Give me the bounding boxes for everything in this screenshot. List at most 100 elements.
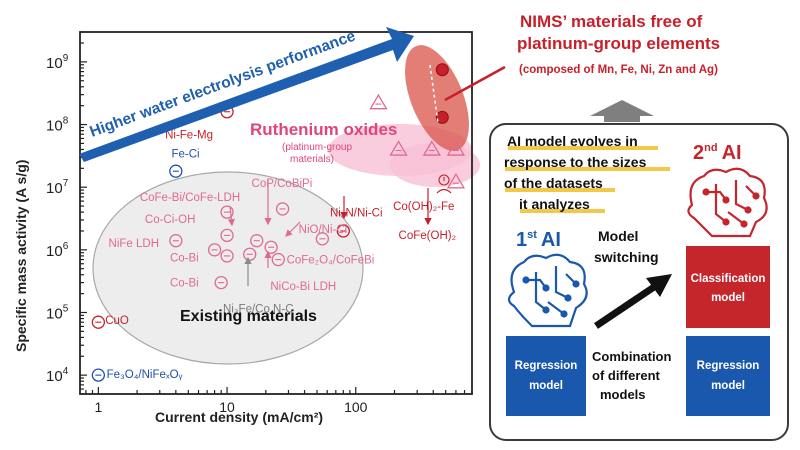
y-tick-label: 107 [46,178,69,197]
y-tick-label: 105 [46,303,69,322]
marker-co-ci-oh [220,228,234,243]
regression-model-box-right [686,336,770,416]
lbl-nio: NiO/Ni-Ci [299,224,348,236]
marker-nio-ni-ci [315,232,330,246]
y-tick-label: 109 [46,53,69,72]
nims-callout-line [444,65,506,102]
headline-line1: NIMS’ materials free of [520,12,703,31]
headline-line2: platinum-group elements [517,34,720,53]
nims-dotted-link [429,64,439,124]
ruthenium-sub2: materials) [290,154,334,165]
x-tick-label: 10 [219,399,235,415]
cofe-arrow [227,205,235,227]
marker-ru-tri-3 [422,140,441,156]
existing-materials-ellipse [92,171,364,365]
existing-materials-label: Existing materials [180,308,317,325]
evolves-underline-2 [505,167,670,171]
y-tick-label: 108 [46,116,69,135]
cofeoh-small-marker [438,174,450,186]
evolves-line3: of the datasets [504,175,603,191]
lbl-co-bi-2: Co-Bi [170,277,199,289]
lbl-cuo: CuO [105,315,129,327]
regression-left-line2: model [529,380,563,392]
ruthenium-sub1: (platinum-group [282,142,352,153]
lbl-ni-fe-mg: Ni-Fe-Mg [165,129,213,141]
nims-highlight-ellipse [405,45,469,151]
switch-arrow-head [646,274,672,297]
x-tick-label: 1 [94,399,102,415]
marker-cuo-ring [91,315,106,329]
lbl-cop: CoP/CoBiPi [252,178,313,190]
marker-fe3o4-ring [91,368,106,382]
marker-cuo [91,315,106,329]
switch-arrow-shaft [594,280,662,329]
marker-nio-ni-ci-ring [315,232,330,246]
up-arrow [590,100,654,122]
marker-ru-tri-4-shape [446,140,466,156]
evolves-underline-4 [520,209,605,213]
classification-line1: Classification [691,273,766,285]
marker-nims-top [435,63,449,77]
y-tick-label: 104 [46,366,69,385]
lbl-nicobi: NiCo-Bi LDH [270,281,336,293]
nio-arrow [285,221,301,237]
marker-ru-tri-2-shape [389,140,408,156]
lbl-ni3fe: Ni₃Fe/Co,N-C [223,303,294,315]
lbl-cofe2o4: CoFe₂O₄/CoFeBi [287,255,375,267]
marker-co-ci-oh-ring [220,228,234,243]
marker-cluster-1 [250,234,264,248]
performance-arrow [79,27,414,162]
classification-model-box [686,246,770,328]
marker-cofe-bi-ring [220,205,234,219]
lbl-co-ci-oh: Co-Ci-OH [145,214,195,226]
marker-co-bi-1-ring [207,243,222,257]
brain-icon-blue [507,253,588,328]
regression-left-line1: Regression [515,360,578,372]
marker-fe3o4 [91,368,106,382]
lbl-cofeoh2: CoFe(OH)₂ [399,230,457,242]
marker-ru-tri-4 [446,140,466,156]
classification-line2: model [711,292,745,304]
model-switching-1: Model [598,228,638,244]
x-axis-label: Current density (mA/cm²) [155,409,323,425]
y-tick-label: 106 [46,241,69,260]
marker-cluster-1-ring [250,234,264,248]
lbl-cofe-bi: CoFe-Bi/CoFe-LDH [140,192,240,204]
evolves-line2: response to the sizes [504,154,647,170]
evolves-line1: AI model evolves in [507,133,638,149]
marker-co-bi-2-ring [220,249,234,263]
lbl-nifeldh: NiFe LDH [109,238,159,250]
marker-fe-ci [169,164,183,178]
marker-cluster-4 [271,252,285,267]
marker-co-bi-2 [220,249,234,263]
regression-right-line2: model [711,380,745,392]
marker-co-bi-3 [214,275,228,290]
marker-co-bi-3-ring [214,275,228,290]
marker-cofe-bi [220,205,234,219]
marker-nifeldh [169,234,183,248]
ruthenium-title: Ruthenium oxides [250,120,397,139]
headline-line3: (composed of Mn, Fe, Ni, Zn and Ag) [519,64,718,76]
lbl-fe-ci: Fe-Ci [171,148,199,160]
marker-ru-tri-3-shape [422,140,441,156]
marker-cluster-4-ring [271,252,285,267]
evolves-underline-1 [508,146,658,150]
marker-nifeldh-ring [169,234,183,248]
marker-ni3n-ni-ci-ring [336,224,350,238]
combination-line2: of different [592,368,661,383]
marker-cop-cobipi [275,202,290,216]
model-switching-2: switching [594,249,659,265]
marker-ru-tri-5-shape [446,172,466,189]
marker-ru-tri-2 [389,140,408,156]
lbl-fe3o4: Fe₃O₄/NiFeₓOᵧ [107,369,183,381]
evolves-line4: it analyzes [519,196,590,212]
marker-ni3n-ni-ci [336,224,350,238]
brain-icon-red [687,167,768,238]
y-axis-label: Specific mass activity (A s/g) [13,160,29,352]
lbl-cooh2: Co(OH)₂-Fe [393,201,454,213]
marker-co-bi-1 [207,243,222,257]
marker-ru-tri-5 [446,172,466,189]
